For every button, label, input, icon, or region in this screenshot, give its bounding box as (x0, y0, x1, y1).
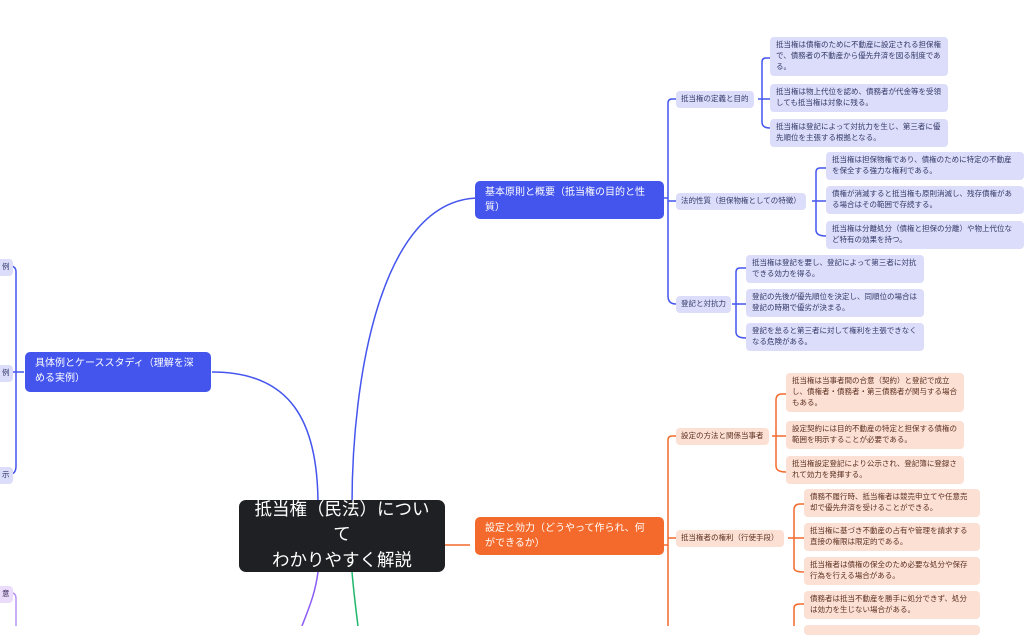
sub-label: 抵当権の定義と目的 (681, 94, 749, 103)
branch-basics[interactable]: 基本原則と概要（抵当権の目的と性質） (475, 181, 664, 219)
leaf-text: 登記の先後が優先順位を決定し、同順位の場合は登記の時期で優劣が決まる。 (752, 292, 917, 312)
branch-effects-label: 設定と効力（どうやって作られ、何ができるか） (485, 523, 645, 549)
leaf-text: 抵当権は分離処分（債権と担保の分離）や物上代位など特有の効果を持つ。 (832, 224, 1012, 244)
sub-label: 抵当権者の権利（行使手段） (681, 533, 779, 542)
sub-case-clipped[interactable]: 例 (0, 365, 13, 382)
link-root-cases (211, 371, 319, 506)
leaf-text: 抵当権は物上代位を認め、債務者が代金等を受領しても抵当権は対象に残る。 (776, 87, 941, 107)
root-node[interactable]: 抵当権（民法）について わかりやすく解説 (239, 500, 445, 572)
link-root-purple (301, 571, 319, 626)
sub-label: 設定の方法と関係当事者 (681, 431, 764, 440)
branch-cases-label: 具体例とケーススタディ（理解を深める実例） (35, 358, 194, 384)
leaf-text: 債権が消滅すると抵当権も原則消滅し、残存債権がある場合はその範囲で存続する。 (832, 189, 1012, 209)
leaf[interactable]: 抵当権は債権のために不動産に設定される担保権で、債務者の不動産から優先弁済を図る… (770, 37, 948, 76)
leaf-text: 債務不履行時、抵当権者は競売申立てや任意売却で優先弁済を受けることができる。 (810, 492, 968, 512)
leaf-text: 抵当権は登記を要し、登記によって第三者に対抗できる効力を得る。 (752, 258, 917, 278)
leaf-text: 抵当権設定登記により公示され、登記簿に登録されて効力を発揮する。 (792, 459, 957, 479)
leaf-text: 抵当権者は債権の保全のため必要な処分や保存行為を行える場合がある。 (810, 560, 968, 580)
leaf-text: 抵当権は登記によって対抗力を生じ、第三者に優先順位を主張する根拠となる。 (776, 122, 941, 142)
sub-legal-nature[interactable]: 法的性質（担保物権としての特徴） (676, 193, 806, 210)
link-root-basics (351, 197, 479, 506)
sub-purple-clipped[interactable]: 意 (0, 586, 13, 603)
leaf-text: 登記を怠ると第三者に対して権利を主張できなくなる危険がある。 (752, 326, 917, 346)
leaf-text: 抵当権は担保物権であり、債権のために特定の不動産を保全する強力な権利である。 (832, 155, 1012, 175)
sub-label: 示 (2, 470, 10, 479)
sub-setup-parties[interactable]: 設定の方法と関係当事者 (676, 428, 769, 445)
leaf[interactable]: 登記の先後が優先順位を決定し、同順位の場合は登記の時期で優劣が決まる。 (746, 289, 924, 317)
sub-creditor-rights[interactable]: 抵当権者の権利（行使手段） (676, 530, 784, 547)
leaf[interactable]: 設定契約には目的不動産の特定と担保する債権の範囲を明示することが必要である。 (786, 421, 964, 449)
branch-basics-label: 基本原則と概要（抵当権の目的と性質） (485, 187, 645, 213)
sub-case-clipped[interactable]: 示 (0, 467, 13, 484)
leaf-text: 債務者は抵当不動産を勝手に処分できず、処分は効力を生じない場合がある。 (810, 594, 967, 614)
leaf[interactable]: 抵当権は物上代位を認め、債務者が代金等を受領しても抵当権は対象に残る。 (770, 84, 948, 112)
leaf[interactable]: 抵当権設定登記により公示され、登記簿に登録されて効力を発揮する。 (786, 456, 964, 484)
leaf[interactable]: 抵当権は登記によって対抗力を生じ、第三者に優先順位を主張する根拠となる。 (770, 119, 948, 147)
leaf[interactable]: 抵当権は登記を要し、登記によって第三者に対抗できる効力を得る。 (746, 255, 924, 283)
branch-effects[interactable]: 設定と効力（どうやって作られ、何ができるか） (475, 517, 664, 555)
sub-label: 例 (2, 368, 10, 377)
sub-label: 法的性質（担保物権としての特徴） (681, 196, 801, 205)
leaf-text: 抵当権は当事者間の合意（契約）と登記で成立し、債権者・債務者・第三債務者が関与す… (792, 376, 957, 407)
leaf[interactable]: 債権が消滅すると抵当権も原則消滅し、残存債権がある場合はその範囲で存続する。 (826, 186, 1024, 214)
leaf[interactable]: 抵当権は当事者間の合意（契約）と登記で成立し、債権者・債務者・第三債務者が関与す… (786, 373, 964, 412)
sub-label: 意 (2, 589, 10, 598)
sub-label: 例 (2, 262, 10, 271)
leaf[interactable]: 抵当権は担保物権であり、債権のために特定の不動産を保全する強力な権利である。 (826, 152, 1024, 180)
sub-label: 登記と対抗力 (681, 299, 726, 308)
leaf[interactable]: 抵当権は分離処分（債権と担保の分離）や物上代位など特有の効果を持つ。 (826, 221, 1024, 249)
leaf-partial[interactable] (804, 625, 980, 635)
branch-cases[interactable]: 具体例とケーススタディ（理解を深める実例） (25, 352, 211, 392)
leaf[interactable]: 登記を怠ると第三者に対して権利を主張できなくなる危険がある。 (746, 323, 924, 351)
root-title: 抵当権（民法）について わかりやすく解説 (254, 499, 430, 571)
sub-definition-purpose[interactable]: 抵当権の定義と目的 (676, 91, 754, 108)
sub-case-clipped[interactable]: 例 (0, 259, 13, 276)
leaf-text: 設定契約には目的不動産の特定と担保する債権の範囲を明示することが必要である。 (792, 424, 957, 444)
sub-registration[interactable]: 登記と対抗力 (676, 296, 731, 313)
leaf-text: 抵当権に基づき不動産の占有や管理を請求する直接の権限は限定的である。 (810, 526, 968, 546)
leaf[interactable]: 債務者は抵当不動産を勝手に処分できず、処分は効力を生じない場合がある。 (804, 591, 980, 619)
leaf[interactable]: 抵当権者は債権の保全のため必要な処分や保存行為を行える場合がある。 (804, 557, 980, 585)
leaf[interactable]: 抵当権に基づき不動産の占有や管理を請求する直接の権限は限定的である。 (804, 523, 980, 551)
leaf-text: 抵当権は債権のために不動産に設定される担保権で、債務者の不動産から優先弁済を図る… (776, 40, 941, 71)
link-root-green (351, 571, 359, 626)
leaf[interactable]: 債務不履行時、抵当権者は競売申立てや任意売却で優先弁済を受けることができる。 (804, 489, 980, 517)
